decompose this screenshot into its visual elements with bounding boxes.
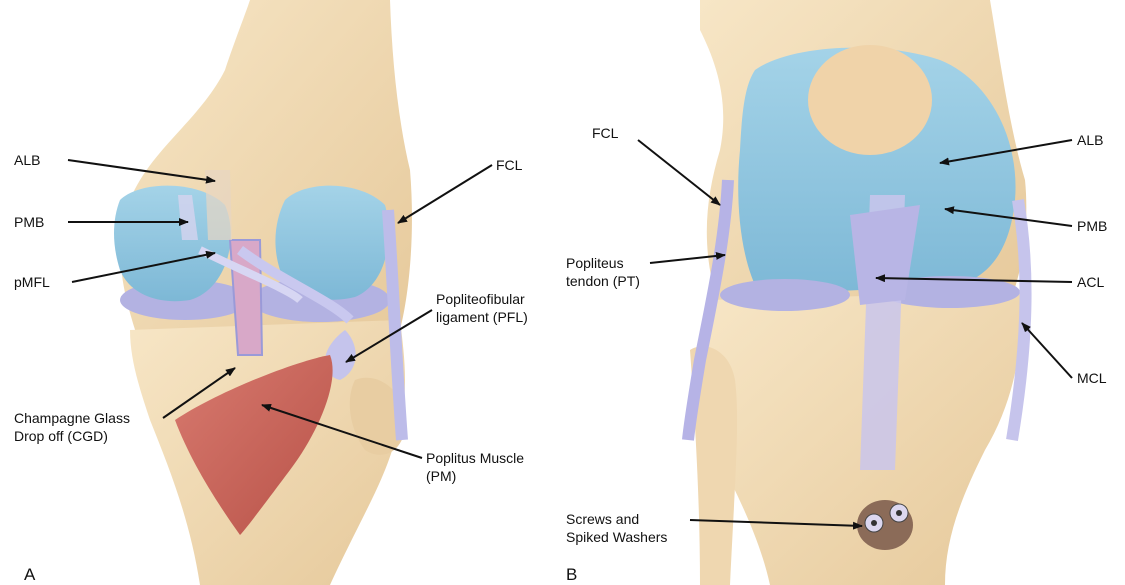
- screw-washer-group-b: [857, 500, 913, 550]
- panel-letter-a: A: [24, 565, 35, 585]
- label-pt-b: Popliteus tendon (PT): [566, 254, 640, 290]
- label-screws-b: Screws and Spiked Washers: [566, 510, 667, 546]
- label-pfl-a: Popliteofibular ligament (PFL): [436, 290, 528, 326]
- label-pm-a: Poplitus Muscle (PM): [426, 449, 524, 485]
- panel-b-illustration: [638, 0, 1072, 585]
- label-fcl-b: FCL: [592, 124, 618, 142]
- arrow-fcl-a: [398, 165, 492, 223]
- label-cgd-a: Champagne Glass Drop off (CGD): [14, 409, 130, 445]
- arrow-fcl-b: [638, 140, 720, 205]
- label-pmb-a: PMB: [14, 213, 44, 231]
- label-pmfl-a: pMFL: [14, 273, 50, 291]
- label-alb-b: ALB: [1077, 131, 1103, 149]
- label-acl-b: ACL: [1077, 273, 1104, 291]
- arrow-mcl-b: [1022, 323, 1072, 378]
- label-alb-a: ALB: [14, 151, 40, 169]
- label-fcl-a: FCL: [496, 156, 522, 174]
- patella-b: [808, 45, 932, 155]
- label-mcl-b: MCL: [1077, 369, 1107, 387]
- label-pmb-b: PMB: [1077, 217, 1107, 235]
- panel-a-illustration: [68, 0, 492, 585]
- meniscus-lateral-b: [720, 279, 850, 311]
- panel-letter-b: B: [566, 565, 577, 585]
